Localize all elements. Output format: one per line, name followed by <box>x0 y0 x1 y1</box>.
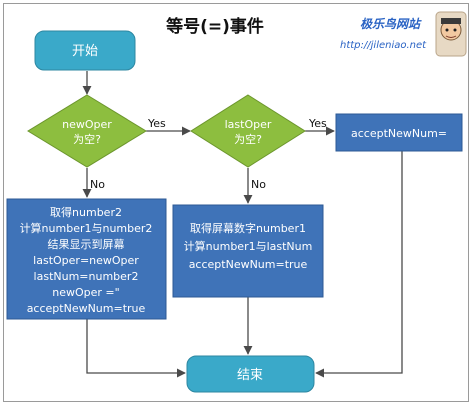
diagram-title: 等号(=)事件 <box>166 17 264 37</box>
end-node: 结束 <box>186 355 315 393</box>
edge-label-yes: Yes <box>308 117 327 130</box>
process-line: 结果显示到屏幕 <box>48 237 125 251</box>
process-line: acceptNewNum=true <box>189 258 308 271</box>
process-line: 计算number1与lastNum <box>184 239 313 253</box>
decision-newoper-line: 为空? <box>73 132 101 146</box>
process-line: lastOper=newOper <box>33 254 139 267</box>
process-line: acceptNewNum=true <box>27 302 146 315</box>
process-calc-lastnum: 取得屏幕数字number1 计算number1与lastNum acceptNe… <box>172 204 324 298</box>
process-accept: acceptNewNum= <box>335 113 463 152</box>
process-line: 取得number2 <box>50 206 122 219</box>
edge-label-no: No <box>251 178 266 191</box>
decision-lastoper-line: 为空? <box>234 132 262 146</box>
process-line: lastNum=number2 <box>34 270 139 283</box>
connectors <box>82 71 403 378</box>
decision-lastoper: lastOper 为空? <box>190 94 306 168</box>
logo-avatar-icon <box>435 11 467 57</box>
decision-newoper-line: newOper <box>62 118 112 131</box>
site-url: http://jileniao.net <box>340 40 427 51</box>
process-line: 取得屏幕数字number1 <box>190 221 306 235</box>
edge-label-no: No <box>90 178 105 191</box>
process-accept-label: acceptNewNum= <box>351 127 447 140</box>
decision-newoper: newOper 为空? <box>27 94 147 168</box>
process-line: newOper =" <box>52 286 119 299</box>
edge-label-yes: Yes <box>147 117 166 130</box>
decision-lastoper-line: lastOper <box>225 118 272 131</box>
site-name: 极乐鸟网站 <box>360 17 421 31</box>
process-line: 计算number1与number2 <box>20 221 153 235</box>
process-calc-number2: 取得number2 计算number1与number2 结果显示到屏幕 last… <box>6 198 167 320</box>
end-label: 结束 <box>237 368 263 383</box>
start-node: 开始 <box>34 30 136 71</box>
start-label: 开始 <box>72 44 98 59</box>
